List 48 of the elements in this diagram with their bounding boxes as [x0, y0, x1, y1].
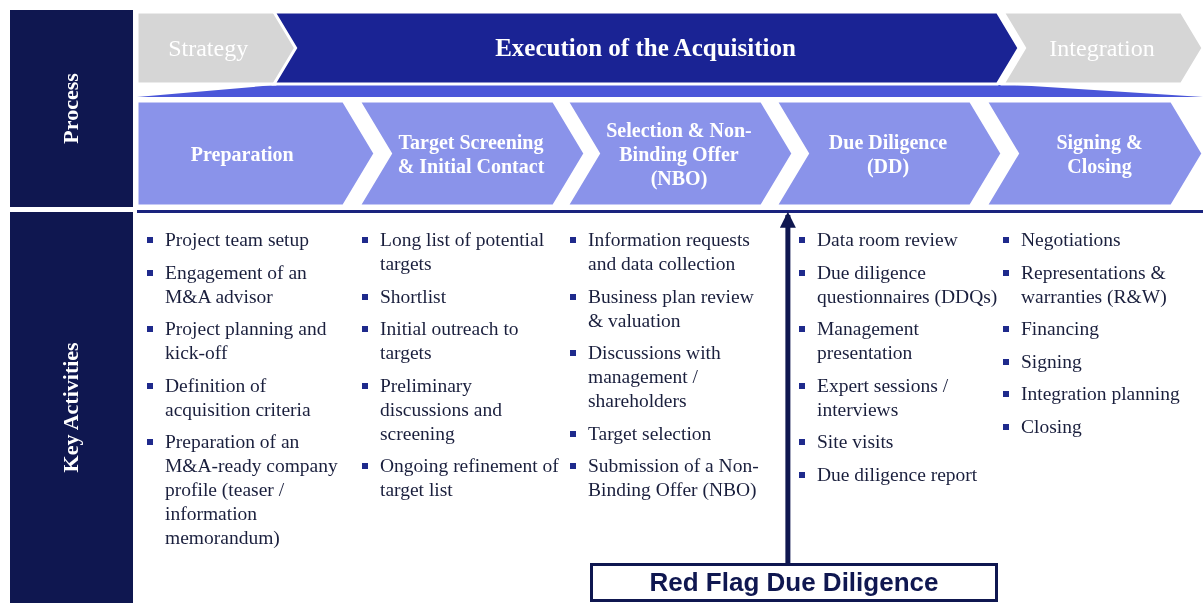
phase-title: Selection & Non-Binding Offer (NBO) [605, 117, 753, 190]
bullet-item: Preparation of an M&A-ready company profile (teaser / information memorandum) [145, 430, 355, 550]
bullet-item: Data room review [797, 228, 1002, 252]
phase-title: Preparation [190, 141, 294, 166]
bullet-item: Signing [1001, 349, 1203, 374]
bullet-item: Management presentation [797, 317, 1002, 365]
bullet-item: Project planning and kick-off [145, 317, 355, 365]
bullet-item: Ongoing refinement of target list [360, 454, 565, 502]
bullet-item: Expert sessions / interviews [797, 373, 1002, 422]
bullet-item: Site visits [797, 430, 1002, 454]
bullet-item: Definition of acquisition criteria [145, 373, 355, 422]
note-text: Red Flag Due Diligence [649, 568, 939, 597]
bullet-item: Due diligence questionnaires (DDQs) [797, 260, 1002, 309]
section-header-bar [10, 10, 133, 207]
phase-title: Signing & Closing [1055, 129, 1144, 178]
bullet-item: Due diligence report [797, 462, 1002, 487]
bullet-item: Shortlist [360, 284, 565, 309]
section-title: Key Activities [57, 342, 85, 473]
note-box [590, 563, 998, 602]
process-step-band [567, 101, 793, 206]
phase-title: Target Screening & Initial Contact [396, 129, 546, 178]
bullet-item: Financing [1001, 317, 1203, 341]
bullet-item: Preliminary discussions and screening [360, 373, 565, 446]
process-step-band [1003, 12, 1203, 84]
bullet-item: Initial outreach to targets [360, 317, 565, 365]
process-step-band [274, 12, 1019, 84]
bullet-item: Business plan review & valuation [568, 284, 773, 333]
bullet-item: Engagement of an M&A advisor [145, 260, 355, 309]
phase-title: Due Diligence (DD) [827, 129, 949, 178]
phase-title: Execution of the Acquisition [495, 33, 796, 63]
process-step-band [986, 101, 1203, 206]
section-title: Process [57, 73, 85, 144]
section-header-bar [10, 212, 133, 603]
bullet-item: Representations & warranties (R&W) [1001, 260, 1203, 309]
bullet-item: Closing [1001, 414, 1203, 439]
arrow [779, 211, 796, 563]
bullet-item: Integration planning [1001, 382, 1203, 406]
bullet-item: Submission of a Non-Binding Offer (NBO) [568, 454, 773, 502]
bullet-item: Long list of potential targets [360, 228, 565, 276]
bullet-item: Discussions with management / shareholders [568, 341, 773, 413]
bullet-item: Target selection [568, 421, 773, 446]
bullet-item: Negotiations [1001, 228, 1203, 252]
bullet-item: Information requests and data collection [568, 228, 773, 276]
process-step-band [776, 101, 1002, 206]
process-step-band [359, 101, 585, 206]
process-step-band [137, 101, 375, 206]
bullet-item: Project team setup [145, 228, 355, 252]
process-step-band [137, 12, 297, 84]
